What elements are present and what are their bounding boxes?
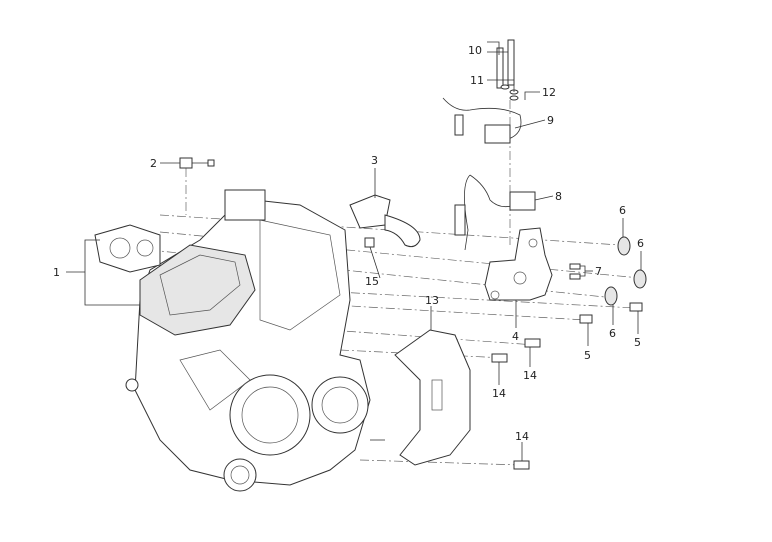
callout-10: 10 [468,44,482,57]
callout-7: 7 [595,265,602,278]
callout-13: 13 [425,294,439,307]
callout-9: 9 [547,114,554,127]
part-15-clip [364,237,375,248]
oxygen-sensor-8 [454,174,536,251]
rubber-grommets-6 [604,236,647,306]
callout-5a: 5 [584,349,591,362]
callout-lines [66,41,642,461]
sensor-part-2 [179,157,215,169]
callout-5b: 5 [634,336,641,349]
bolts-7 [569,263,581,280]
callout-labels: 1 2 3 4 5 5 6 6 6 7 8 9 10 11 12 13 14 1… [53,44,644,443]
callout-6c: 6 [609,327,616,340]
callout-14c: 14 [515,430,529,443]
callout-14a: 14 [523,369,537,382]
callout-6b: 6 [637,237,644,250]
callout-6a: 6 [619,204,626,217]
callout-11: 11 [470,74,484,87]
bolts-5-14 [491,302,643,470]
bracket-4 [484,227,553,301]
callout-2: 2 [150,157,157,170]
oxygen-sensor-9 [442,97,522,144]
throttle-body [94,224,161,273]
callout-8: 8 [555,190,562,203]
bolts-10-washers [496,39,519,101]
callout-4: 4 [512,330,519,343]
callout-1: 1 [53,266,60,279]
part-3-hose [349,194,421,248]
callout-15: 15 [365,275,379,288]
callout-3: 3 [371,154,378,167]
sprocket-cover-13 [394,329,471,466]
engine-assembly [125,189,385,492]
callout-12: 12 [542,86,556,99]
callout-14b: 14 [492,387,506,400]
